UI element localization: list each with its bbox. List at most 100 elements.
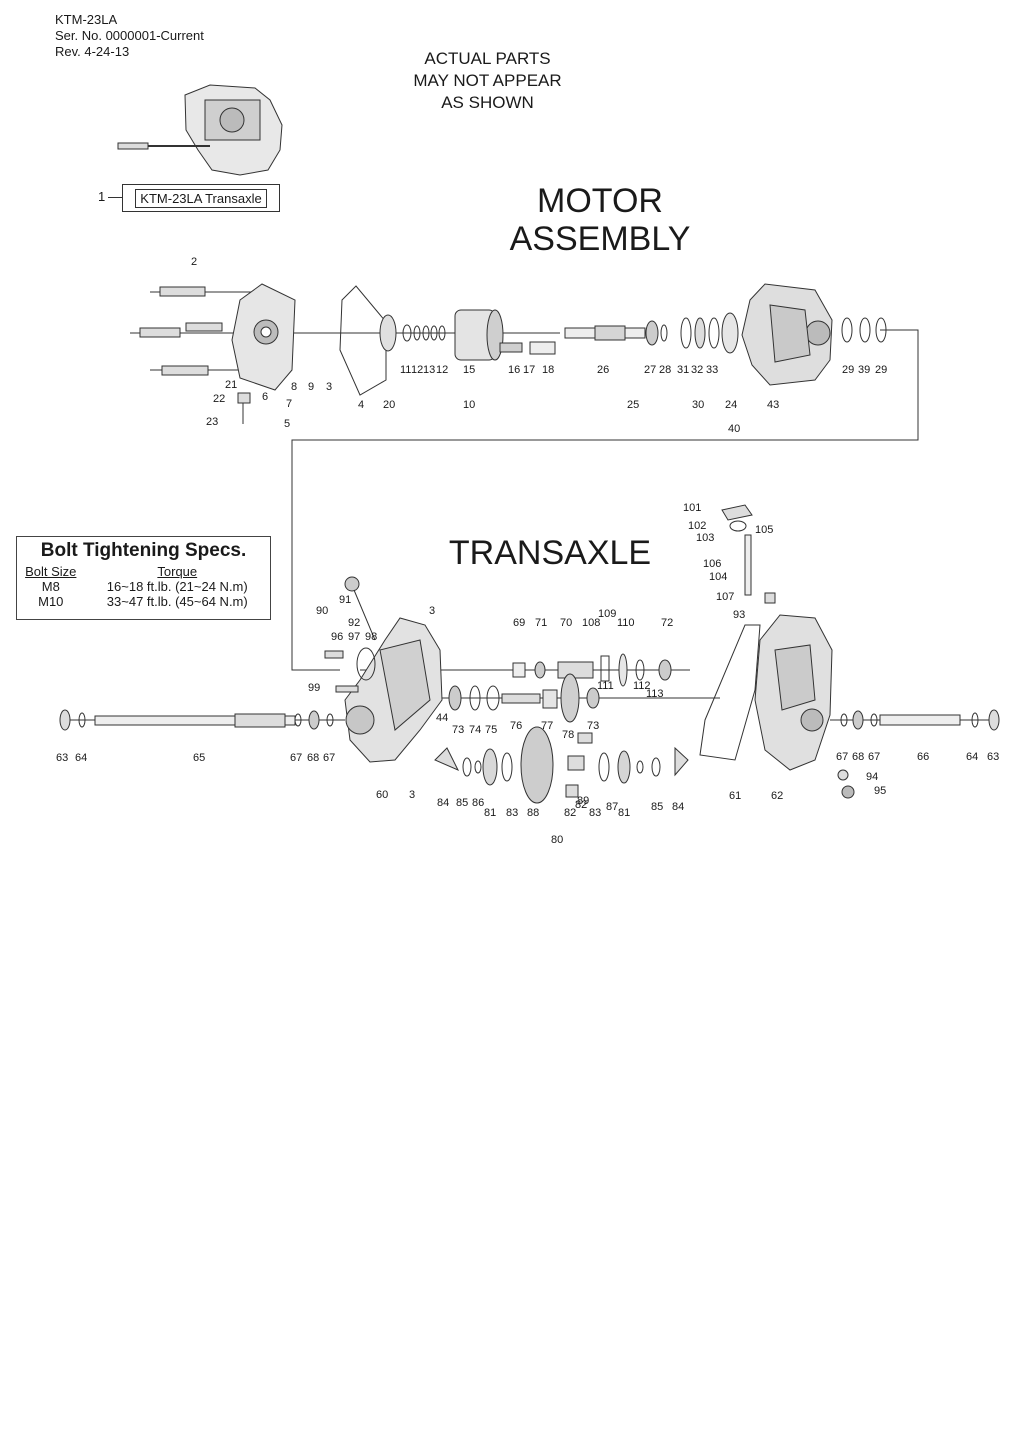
retaining-ring xyxy=(875,317,887,343)
transaxle-part-label: 3 xyxy=(429,605,435,617)
transaxle-part-label: 98 xyxy=(365,631,377,643)
transaxle-part-label: 85 xyxy=(651,801,663,813)
transaxle-part-label: 66 xyxy=(917,751,929,763)
transaxle-part-label: 65 xyxy=(193,752,205,764)
left-axle xyxy=(59,709,334,731)
motor-part-label: 2 xyxy=(191,256,197,268)
motor-part-label: 7 xyxy=(286,398,292,410)
motor-part-label: 16 xyxy=(508,364,520,376)
motor-part-label: 5 xyxy=(284,418,290,430)
transaxle-part-label: 70 xyxy=(560,617,572,629)
transaxle-part-label: 110 xyxy=(617,617,635,629)
transaxle-part-label: 111 xyxy=(597,680,614,692)
motor-part-label: 40 xyxy=(728,423,740,435)
motor-part-label: 43 xyxy=(767,399,779,411)
transaxle-part-label: 61 xyxy=(729,790,741,802)
transaxle-part-label: 74 xyxy=(469,724,481,736)
column-header: Bolt Size xyxy=(25,564,77,579)
motor-part-label: 12 xyxy=(411,364,423,376)
motor-part-label: 11 xyxy=(400,364,411,376)
notice-line: MAY NOT APPEAR xyxy=(413,71,562,90)
transaxle-part-label: 83 xyxy=(589,807,601,819)
transaxle-part-label: 83 xyxy=(506,807,518,819)
transaxle-part-label: 67 xyxy=(868,751,880,763)
transaxle-part-label: 76 xyxy=(510,720,522,732)
transaxle-title: TRANSAXLE xyxy=(448,534,652,572)
title-line: ASSEMBLY xyxy=(509,220,691,258)
motor-end-cover xyxy=(231,283,296,391)
transaxle-gasket xyxy=(699,624,761,761)
motor-part-label: 26 xyxy=(597,364,609,376)
revision-date: Rev. 4-24-13 xyxy=(55,44,130,59)
motor-part-label: 24 xyxy=(725,399,737,411)
motor-part-label: 27 xyxy=(644,364,656,376)
transaxle-part-label: 84 xyxy=(437,797,449,809)
transaxle-part-label: 93 xyxy=(733,609,745,621)
transaxle-part-label: 102 xyxy=(688,520,706,532)
transaxle-part-label: 108 xyxy=(582,617,600,629)
pin-set xyxy=(499,341,556,355)
callout-number: 1 xyxy=(98,189,106,204)
transaxle-part-label: 94 xyxy=(866,771,878,783)
torque-cell: 16~18 ft.lb. (21~24 N.m) xyxy=(106,579,248,594)
transaxle-part-label: 91 xyxy=(339,594,351,606)
transaxle-part-label: 68 xyxy=(852,751,864,763)
assembly-thumbnail xyxy=(117,84,283,176)
motor-part-label: 25 xyxy=(627,399,639,411)
notice-line: AS SHOWN xyxy=(441,93,534,112)
transaxle-part-label: 67 xyxy=(323,752,335,764)
right-axle xyxy=(840,709,1000,731)
part-1-callout[interactable]: KTM-23LA Transaxle xyxy=(122,184,280,212)
transaxle-part-label: 85 xyxy=(456,797,468,809)
motor-part-label: 17 xyxy=(523,364,535,376)
transaxle-part-label: 86 xyxy=(472,797,484,809)
motor-part-label: 29 xyxy=(875,364,887,376)
bypass-actuator xyxy=(721,504,855,799)
table-row: M8 16~18 ft.lb. (21~24 N.m) xyxy=(17,579,270,594)
motor-shaft xyxy=(564,320,668,346)
left-housing-bolts xyxy=(324,576,376,693)
transaxle-part-label: 67 xyxy=(836,751,848,763)
transaxle-part-label: 103 xyxy=(696,532,714,544)
transaxle-part-label: 99 xyxy=(308,682,320,694)
title-line: MOTOR xyxy=(537,182,663,220)
motor-part-label: 23 xyxy=(206,416,218,428)
motor-part-label: 18 xyxy=(542,364,554,376)
transaxle-part-label: 89 xyxy=(577,795,589,807)
motor-part-label: 31 xyxy=(677,364,689,376)
motor-housing xyxy=(741,283,833,386)
motor-part-label: 8 xyxy=(291,381,297,393)
transaxle-part-label: 97 xyxy=(348,631,360,643)
serial-range: Ser. No. 0000001-Current xyxy=(55,28,204,43)
spec-grid: Bolt Size Torque M8 16~18 ft.lb. (21~24 … xyxy=(17,564,270,609)
transaxle-part-label: 69 xyxy=(513,617,525,629)
motor-part-label: 13 xyxy=(423,364,435,376)
transaxle-part-label: 80 xyxy=(551,834,563,846)
transaxle-part-label: 81 xyxy=(484,807,496,819)
parts-notice: ACTUAL PARTS MAY NOT APPEAR AS SHOWN xyxy=(380,48,595,114)
motor-part-label: 20 xyxy=(383,399,395,411)
column-header: Torque xyxy=(157,564,198,579)
transaxle-part-label: 63 xyxy=(987,751,999,763)
transaxle-left-housing xyxy=(344,617,443,763)
differential-assembly xyxy=(434,726,689,804)
motor-part-label: 12 xyxy=(436,364,448,376)
cylinder-block xyxy=(454,309,504,361)
table-row: M10 33~47 ft.lb. (45~64 N.m) xyxy=(17,594,270,609)
transaxle-part-label: 82 xyxy=(564,807,576,819)
document-header: KTM-23LA Ser. No. 0000001-Current Rev. 4… xyxy=(55,12,204,60)
motor-part-label: 3 xyxy=(326,381,332,393)
motor-part-label: 10 xyxy=(463,399,475,411)
transaxle-part-label: 105 xyxy=(755,524,773,536)
transaxle-part-label: 73 xyxy=(587,720,599,732)
connector-line xyxy=(291,329,919,671)
transaxle-part-label: 113 xyxy=(646,688,664,700)
transaxle-part-label: 63 xyxy=(56,752,68,764)
transaxle-part-label: 3 xyxy=(409,789,415,801)
transaxle-part-label: 78 xyxy=(562,729,574,741)
transaxle-part-label: 106 xyxy=(703,558,721,570)
gear-train-middle xyxy=(448,673,600,723)
